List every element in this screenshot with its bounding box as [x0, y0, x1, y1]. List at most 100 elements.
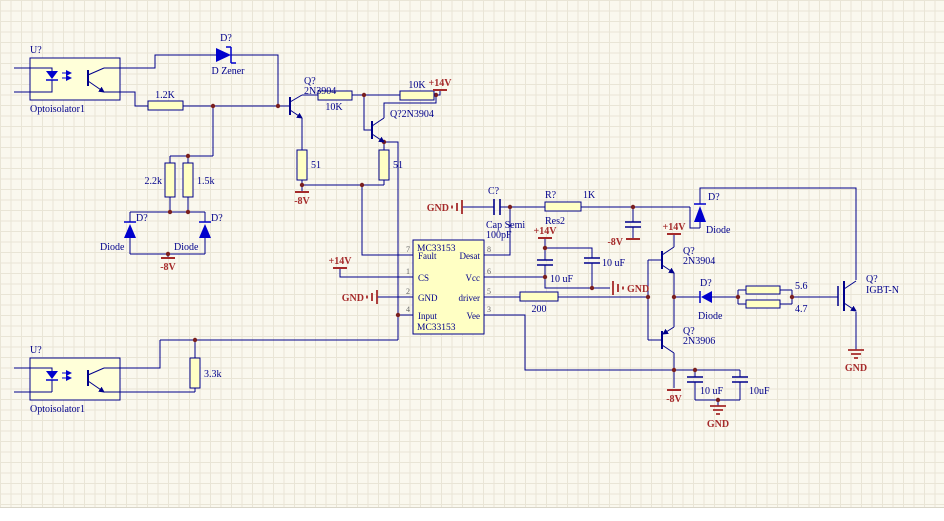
power-label: +14V [329, 256, 353, 267]
resistor-value: 2.2k [145, 176, 163, 187]
zener-triangle [216, 48, 231, 62]
ic-pin-num-6: 6 [487, 267, 491, 276]
diode-designator: D? [708, 192, 720, 203]
resistor-body[interactable] [745, 299, 781, 309]
cap-value: 10 uF [700, 386, 724, 397]
cap-plates [584, 257, 600, 264]
resistor-body[interactable] [147, 100, 184, 111]
resistor-10k-b[interactable]: 10K [399, 80, 435, 101]
gnd-port-desat[interactable]: GND [427, 200, 463, 214]
ic-body[interactable] [412, 239, 485, 335]
resistor-51-b[interactable]: 51 [378, 149, 403, 181]
diode-left-1[interactable]: D? Diode [100, 213, 148, 253]
cap-value: 100pF [486, 230, 512, 241]
power-port-p14-top[interactable]: +14V [429, 78, 453, 91]
ground-icon [612, 281, 624, 295]
ground-icon [710, 405, 726, 415]
resistor-1k5[interactable]: 1.5k [182, 162, 215, 198]
power-port-p14-vcc[interactable]: +14V [534, 226, 558, 239]
gnd-port-bottom[interactable]: GND [707, 405, 729, 430]
opto-body[interactable] [29, 57, 121, 101]
diode-triangle [124, 224, 136, 238]
resistor-2k2[interactable]: 2.2k [145, 162, 176, 198]
gnd-port-igbt[interactable]: GND [845, 349, 867, 374]
transistor-q2[interactable]: Q?2N3904 [371, 109, 434, 143]
q4-comment: 2N3906 [683, 336, 715, 347]
q3-comment: 2N3904 [683, 256, 715, 267]
resistor-3k3[interactable]: 3.3k [189, 357, 222, 389]
igbt[interactable]: Q? IGBT-N [837, 274, 899, 312]
ic-pin-fault: Fault [418, 251, 437, 261]
resistor-value: 51 [311, 160, 321, 171]
diode-triangle [199, 224, 211, 238]
cap-value: 10uF [749, 386, 770, 397]
diode-comment: Diode [698, 311, 723, 322]
collector [371, 117, 385, 127]
zener-comment: D Zener [211, 66, 245, 77]
resistor-body[interactable] [399, 90, 435, 101]
resistor-body[interactable] [164, 162, 176, 198]
q1-comment: 2N3904 [304, 86, 336, 97]
opto-body[interactable] [29, 357, 121, 401]
ic-pin-num-5: 5 [487, 287, 491, 296]
resistor-value: 5.6 [795, 281, 808, 292]
transistor-q3[interactable]: Q? 2N3904 [661, 246, 715, 274]
diode-comment: Diode [706, 225, 731, 236]
diode-comment: Diode [174, 242, 199, 253]
resistor-body[interactable] [378, 149, 390, 181]
ic-mc33153[interactable]: MC33153 MC33153 Fault CS GND Input Desat… [406, 239, 491, 335]
power-label: GND [342, 293, 364, 304]
cap-bottom-a[interactable]: 10 uF [687, 376, 724, 397]
power-port-n8-cap[interactable]: -8V [607, 237, 640, 248]
cap-neg8[interactable] [625, 221, 641, 228]
transistor-q4[interactable]: Q? 2N3906 [661, 326, 715, 354]
ic-pin-driver: driver [459, 293, 481, 303]
collector [661, 246, 675, 256]
resistor-gate-a[interactable]: 5.6 [745, 281, 808, 295]
diode-gate[interactable]: D? Diode [698, 278, 723, 322]
resistor-value: 10K [325, 102, 343, 113]
resistor-body[interactable] [544, 201, 582, 212]
emitter [843, 302, 857, 312]
transistor-q1[interactable]: Q? 2N3904 [289, 76, 336, 119]
resistor-body[interactable] [189, 357, 201, 389]
power-label: -8V [666, 394, 682, 405]
resistor-value: 1K [583, 190, 596, 201]
power-port-p14-cs[interactable]: +14V [329, 256, 353, 269]
resistor-value: 3.3k [204, 369, 222, 380]
cap-vcc-a[interactable]: 10 uF [537, 259, 574, 285]
gnd-port-ic[interactable]: GND [342, 290, 378, 304]
resistor-body[interactable] [519, 291, 559, 302]
resistor-body[interactable] [182, 162, 194, 198]
power-label: GND [845, 363, 867, 374]
zener-cathode-bar [226, 46, 236, 64]
power-port-n8-q4[interactable]: -8V [666, 389, 683, 405]
gnd-port-vcc[interactable]: GND [612, 281, 649, 295]
diode-top-right[interactable]: D? Diode [694, 192, 731, 236]
phototransistor-emitter [87, 80, 105, 93]
power-port-n8-diodes[interactable]: -8V [160, 257, 177, 273]
resistor-10k-a[interactable]: 10K [317, 90, 353, 113]
resistor-value: 200 [532, 304, 547, 315]
resistor-body[interactable] [745, 285, 781, 295]
resistor-200[interactable]: 200 [519, 291, 559, 315]
resistor-gate-b[interactable]: 4.7 [745, 299, 808, 315]
power-port-p14-q3[interactable]: +14V [663, 222, 687, 235]
optoisolator-2[interactable]: U? Optoisolator1 [29, 345, 121, 415]
resistor-1k[interactable]: R? 1K Res2 [544, 190, 596, 227]
power-port-n8-rail[interactable]: -8V [294, 191, 311, 207]
cap-vcc-b[interactable]: 10 uF [584, 257, 626, 269]
cap-plates [493, 199, 501, 215]
resistor-body[interactable] [296, 149, 308, 181]
diode-designator: D? [136, 213, 148, 224]
cap-desat[interactable]: C? Cap Semi 100pF [486, 186, 525, 241]
zener-diode[interactable]: D? D Zener [211, 33, 245, 77]
resistor-1k2[interactable]: 1.2K [147, 90, 184, 111]
resistor-51-a[interactable]: 51 [296, 149, 321, 181]
optoisolator-1[interactable]: U? Optoisolator1 [29, 45, 121, 115]
resistor-body[interactable] [317, 90, 353, 101]
power-label: +14V [534, 226, 558, 237]
diode-left-2[interactable]: D? Diode [174, 213, 223, 253]
cap-bottom-b[interactable]: 10uF [732, 376, 770, 397]
